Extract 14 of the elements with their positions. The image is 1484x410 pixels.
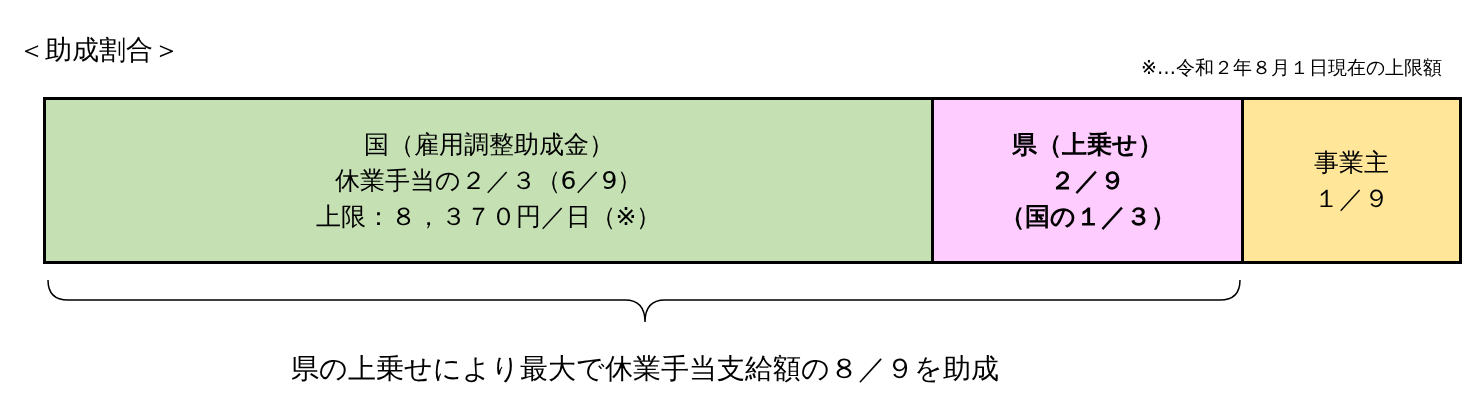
footnote: ※…令和２年８月１日現在の上限額 <box>1141 55 1442 80</box>
box-text: １／９ <box>1314 182 1389 215</box>
share-box <box>1241 97 1462 264</box>
box-text: 上限：８，３７０円／日（※） <box>315 200 662 233</box>
title: ＜助成割合＞ <box>18 33 180 67</box>
share-box <box>43 97 934 264</box>
share-box <box>931 97 1244 264</box>
box-text: ２／９ <box>1050 164 1125 197</box>
box-text: 休業手当の２／３（6／9） <box>334 164 643 197</box>
summary-text: 県の上乗せにより最大で休業手当支給額の８／９を助成 <box>291 351 999 387</box>
box-text: （国の１／３） <box>999 200 1176 233</box>
box-text: 事業主 <box>1314 146 1389 179</box>
box-text: 県（上乗せ） <box>1012 128 1163 161</box>
box-text: 国（雇用調整助成金） <box>363 128 614 161</box>
